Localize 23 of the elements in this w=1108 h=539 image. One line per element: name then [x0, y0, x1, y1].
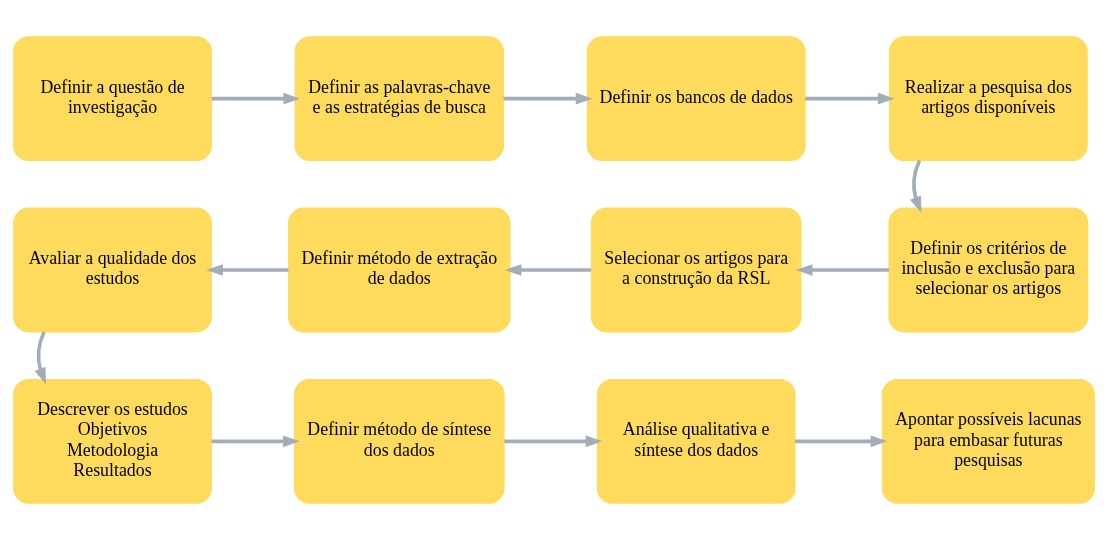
node-box: Definir a questão de investigação	[13, 35, 212, 161]
arrow	[211, 92, 301, 104]
node-box: Definir os critérios de inclusão e exclusão para selecionar os artigos	[888, 207, 1089, 332]
node-box: Selecionar os artigos para a construção da RSL	[590, 207, 802, 332]
arrow	[910, 159, 922, 213]
arrow	[504, 263, 592, 276]
arrow	[795, 263, 889, 276]
node-box: Descrever os estudos Objetivos Metodologia Resultados	[13, 378, 212, 504]
arrow	[805, 92, 895, 104]
arrow	[34, 330, 47, 384]
node-box: Definir método de síntese dos dados	[294, 378, 505, 504]
node-box: Avaliar a qualidade dos estudos	[13, 207, 212, 332]
arrow	[206, 263, 289, 276]
arrow	[795, 435, 888, 447]
node-box: Definir as palavras-chave e as estratégias de busca	[294, 35, 505, 161]
node-box: Análise qualitativa e síntese dos dados	[596, 378, 796, 504]
node-box: Definir os bancos de dados	[586, 35, 806, 161]
arrow	[503, 92, 593, 104]
arrow	[504, 435, 603, 447]
arrow	[211, 435, 300, 447]
node-box: Apontar possíveis lacunas para embasar futuras pesquisas	[881, 378, 1095, 504]
node-box: Realizar a pesquisa dos artigos disponíveis	[889, 35, 1088, 161]
node-box: Definir método de extração de dados	[288, 207, 511, 332]
